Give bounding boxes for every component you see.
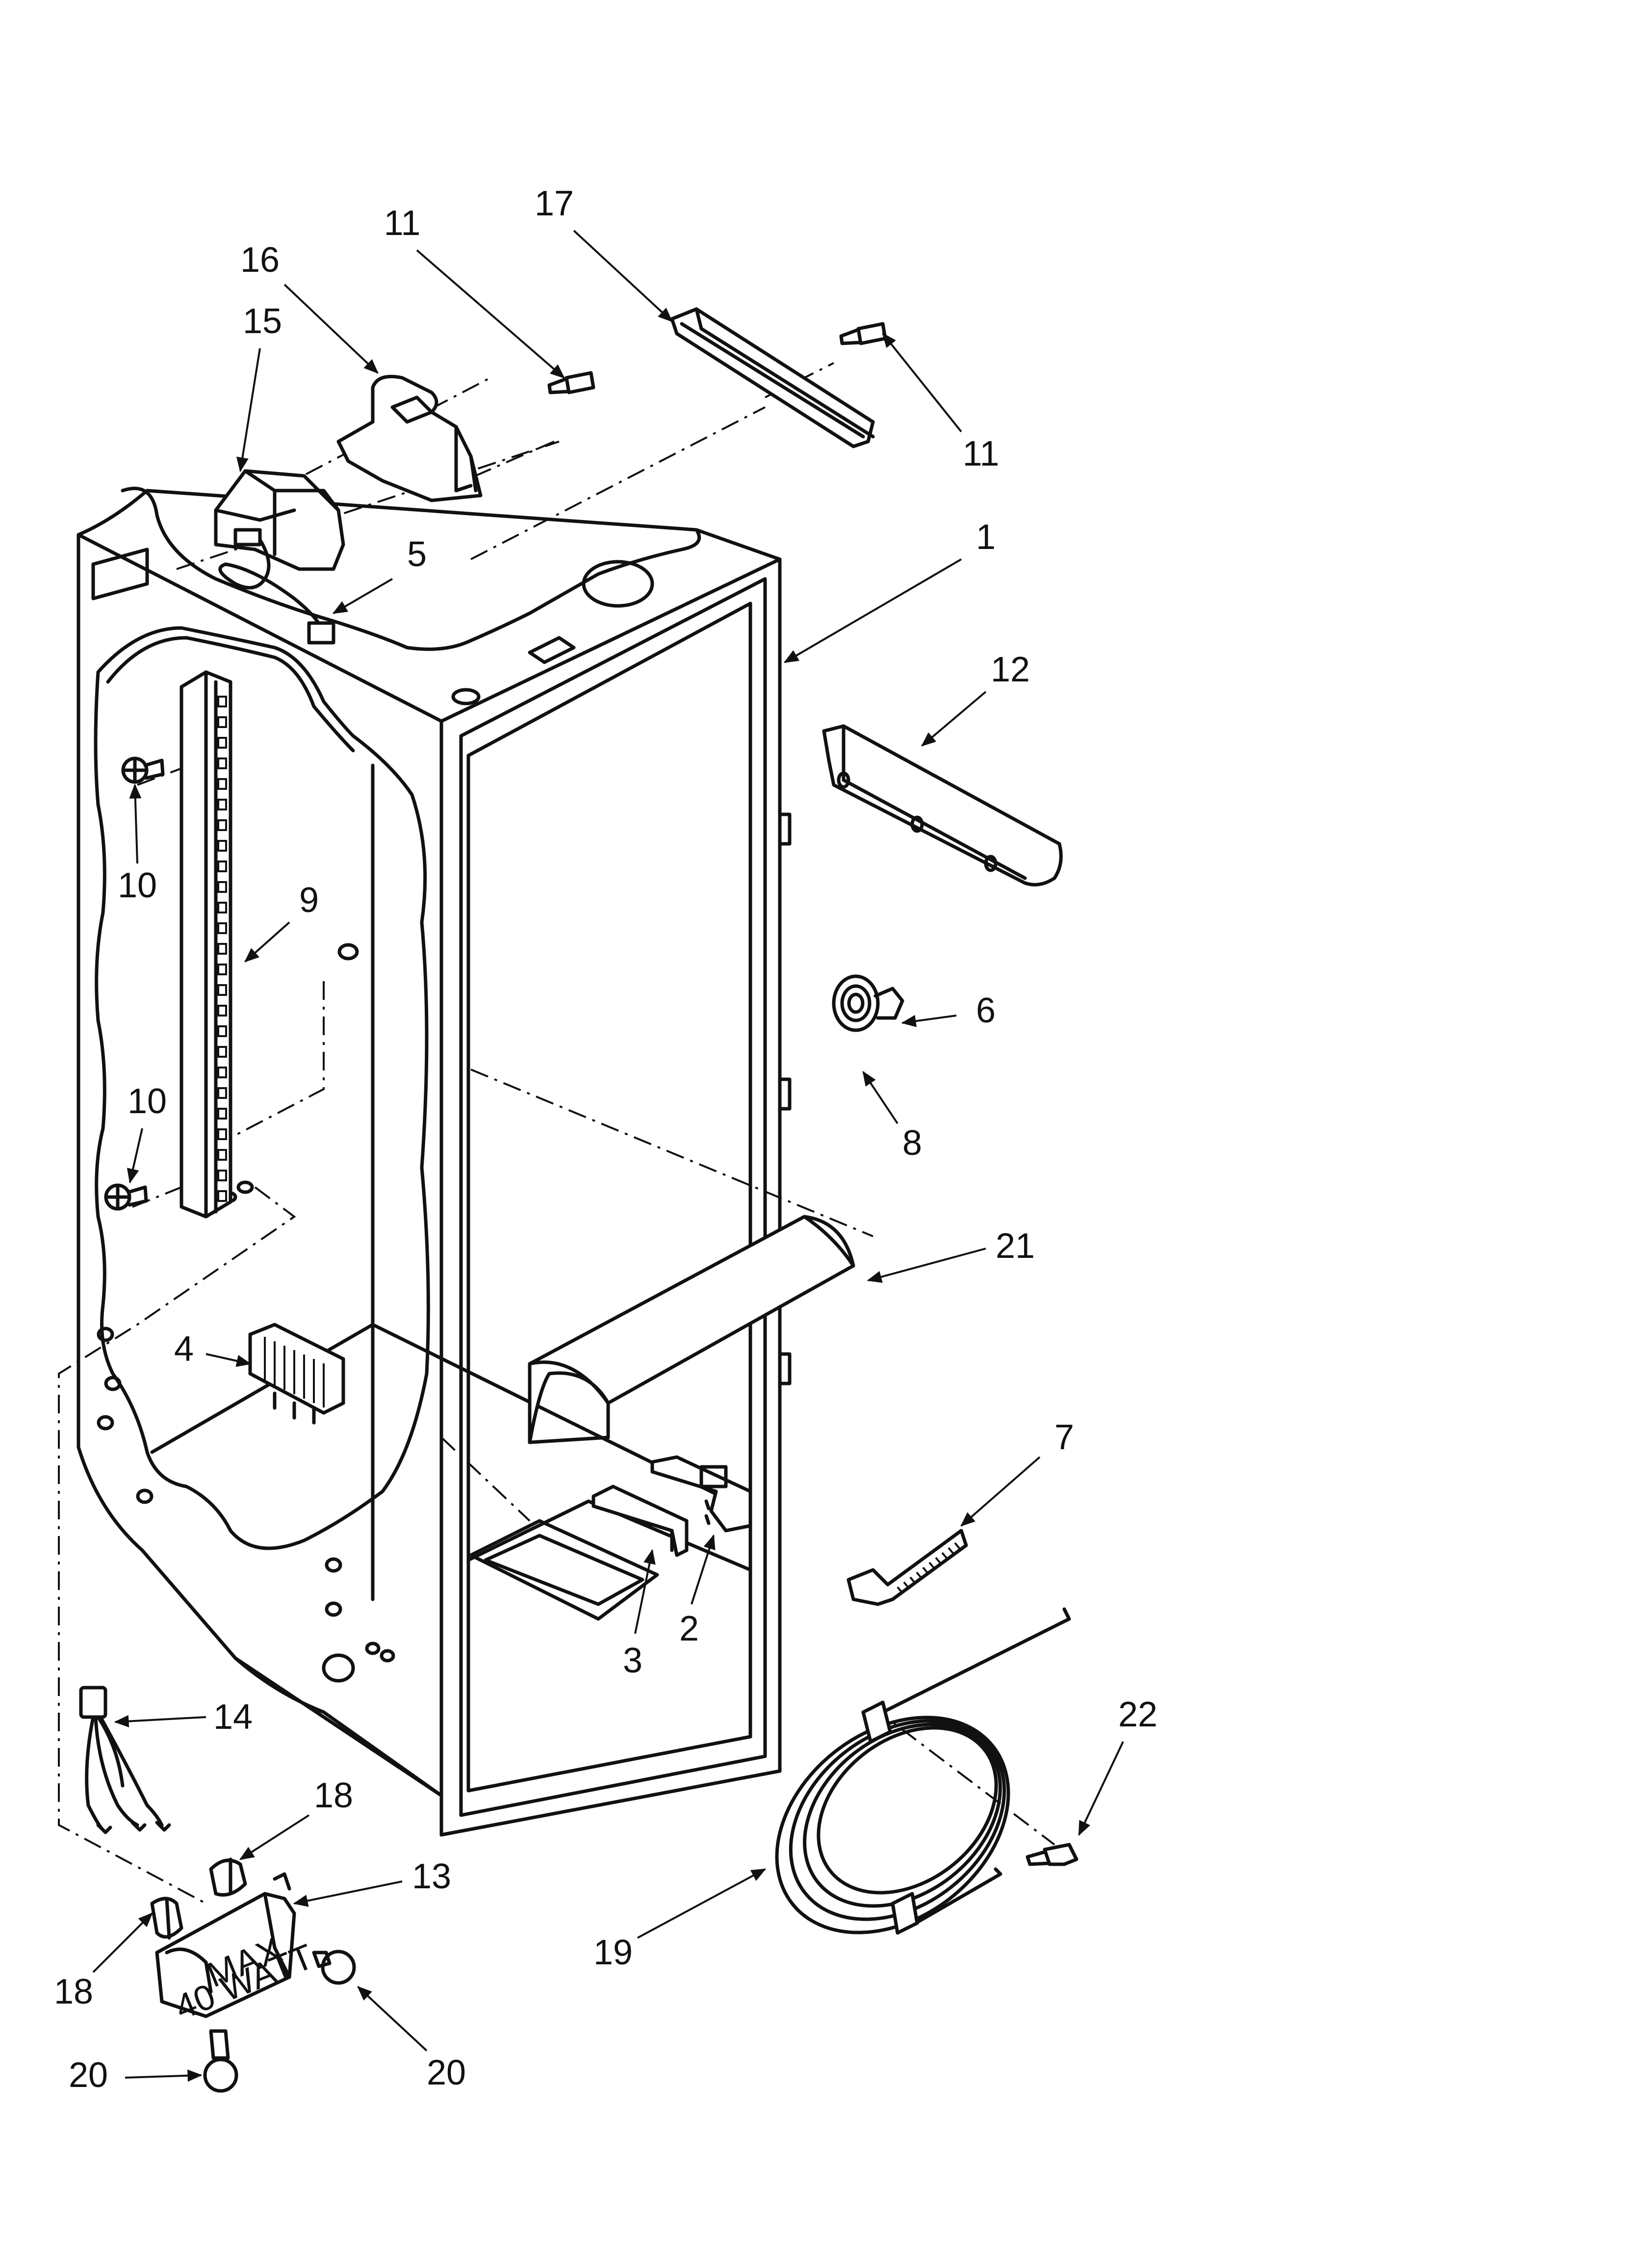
hinge-bracket-3 xyxy=(591,1485,689,1557)
callout-label-9: 9 xyxy=(299,881,319,920)
callout-label-7: 7 xyxy=(1054,1418,1074,1457)
leader-line-8 xyxy=(862,1070,898,1124)
callout-label-4: 4 xyxy=(174,1330,194,1369)
leader-line-14 xyxy=(114,1715,206,1727)
callout-label-21: 21 xyxy=(996,1226,1035,1266)
leader-line-10 xyxy=(129,783,142,864)
bulb-20-right xyxy=(312,1950,356,1985)
hinge-bracket-2 xyxy=(650,1455,752,1533)
wire-harness xyxy=(79,1686,171,1834)
screw-11-left xyxy=(547,371,595,394)
leader-line-11 xyxy=(416,249,565,379)
leader-line-18 xyxy=(239,1814,310,1860)
assembly-lines xyxy=(58,362,1055,1904)
callout-label-22: 22 xyxy=(1118,1695,1157,1734)
callout-label-1: 1 xyxy=(976,518,996,557)
side-channel xyxy=(822,724,1063,886)
clip-18-lower xyxy=(150,1897,183,1940)
leader-line-22 xyxy=(1078,1741,1124,1836)
screw-11-right xyxy=(839,322,887,345)
top-channel xyxy=(670,307,875,448)
callout-label-3: 3 xyxy=(623,1641,642,1680)
callout-label-19: 19 xyxy=(593,1933,633,1972)
callout-label-15: 15 xyxy=(243,302,282,341)
leader-line-20 xyxy=(357,1986,428,2052)
mounting-bracket xyxy=(336,375,483,502)
leader-line-19 xyxy=(637,1868,767,1939)
leader-line-1 xyxy=(783,558,962,663)
callout-label-10: 10 xyxy=(118,866,157,905)
screw-22 xyxy=(1026,1843,1078,1866)
callout-label-11: 11 xyxy=(384,204,421,243)
vent-grille xyxy=(248,1323,345,1425)
shelf-ladder-rail xyxy=(180,670,232,1219)
leader-line-20 xyxy=(125,2069,203,2082)
leader-line-7 xyxy=(960,1456,1041,1527)
leader-line-16 xyxy=(283,284,379,374)
water-tubing-coil xyxy=(775,1607,1071,1935)
callout-label-20: 20 xyxy=(427,2053,466,2092)
callout-label-20: 20 xyxy=(69,2056,108,2095)
cabinet-liner xyxy=(77,487,792,1837)
callout-label-18: 18 xyxy=(54,1972,93,2011)
leader-line-15 xyxy=(236,348,261,472)
callout-label-13: 13 xyxy=(412,1857,451,1896)
callout-label-17: 17 xyxy=(535,184,574,223)
callout-label-10: 10 xyxy=(128,1082,167,1121)
clip-18-upper xyxy=(209,1857,247,1897)
leader-line-10 xyxy=(127,1128,143,1184)
callout-label-8: 8 xyxy=(902,1123,922,1163)
leader-line-13 xyxy=(293,1880,403,1907)
callout-label-6: 6 xyxy=(976,991,996,1030)
leader-line-17 xyxy=(573,230,673,322)
callout-label-5: 5 xyxy=(407,535,427,574)
leader-line-4 xyxy=(205,1353,252,1367)
callout-label-16: 16 xyxy=(240,240,280,280)
leader-line-2 xyxy=(691,1534,716,1605)
leader-line-12 xyxy=(921,691,987,747)
light-bulb-cover: MAX 40 WATT xyxy=(155,1872,319,2028)
callout-label-2: 2 xyxy=(679,1609,699,1648)
callout-label-18: 18 xyxy=(314,1776,353,1815)
control-knob xyxy=(832,974,904,1032)
duct-cover xyxy=(528,1215,855,1444)
leader-line-18 xyxy=(92,1912,153,1973)
leader-line-21 xyxy=(867,1248,986,1283)
screw-10-bottom xyxy=(104,1183,148,1211)
cable-tie xyxy=(847,1529,968,1606)
leader-line-5 xyxy=(332,578,393,614)
callout-label-11: 11 xyxy=(963,434,1000,473)
leader-line-6 xyxy=(901,1015,957,1027)
screw-10-top xyxy=(121,756,165,784)
leader-line-9 xyxy=(244,921,290,963)
leader-line-3 xyxy=(634,1549,656,1634)
bulb-20-left xyxy=(203,2029,238,2093)
leader-line-11 xyxy=(882,333,962,433)
callout-label-14: 14 xyxy=(213,1697,253,1737)
control-housing xyxy=(214,469,345,645)
callout-label-12: 12 xyxy=(991,650,1030,689)
